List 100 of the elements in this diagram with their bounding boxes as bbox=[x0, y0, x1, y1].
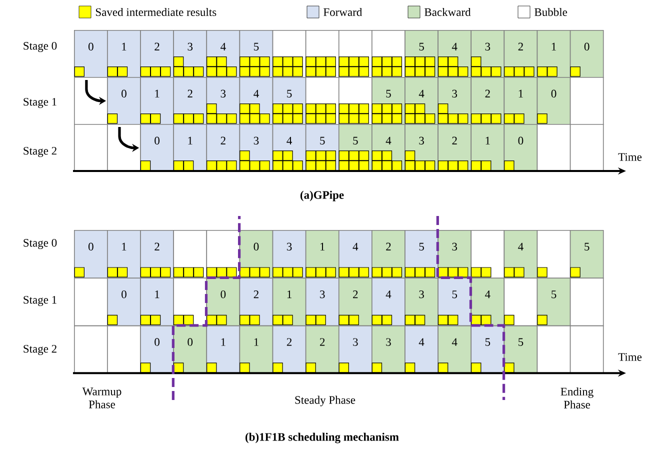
backward-cell: 4 bbox=[504, 230, 538, 278]
bubble-cell bbox=[504, 278, 538, 326]
backward-cell: 2 bbox=[338, 278, 372, 326]
backward-cell: 1 bbox=[272, 278, 306, 326]
forward-cell: 1 bbox=[140, 278, 174, 326]
backward-cell: 3 bbox=[404, 124, 438, 172]
backward-cell: 0 bbox=[173, 325, 208, 374]
forward-cell: 1 bbox=[140, 77, 174, 125]
backward-cell: 2 bbox=[305, 325, 340, 374]
caption: (b)1F1B scheduling mechanism bbox=[246, 432, 399, 444]
forward-cell: 2 bbox=[239, 278, 274, 326]
backward-cell: 3 bbox=[372, 325, 406, 374]
backward-cell: 1 bbox=[504, 77, 538, 125]
bubble-cell bbox=[74, 278, 108, 326]
legend-label: Saved intermediate results bbox=[96, 8, 216, 16]
forward-cell: 5 bbox=[470, 325, 505, 374]
bubble-cell bbox=[338, 77, 372, 125]
forward-cell: 1 bbox=[107, 230, 141, 278]
forward-cell: 5 bbox=[438, 278, 472, 326]
backward-cell: 2 bbox=[504, 30, 538, 78]
legend-label: Forward bbox=[324, 8, 362, 16]
forward-cell: 0 bbox=[107, 77, 141, 125]
forward-cell: 3 bbox=[305, 278, 340, 326]
forward-cell: 5 bbox=[404, 230, 438, 278]
forward-cell: 0 bbox=[107, 278, 141, 326]
backward-cell: 4 bbox=[438, 325, 472, 374]
bubble-cell bbox=[74, 77, 108, 125]
forward-cell: 1 bbox=[173, 124, 208, 172]
forward-cell: 2 bbox=[272, 325, 306, 374]
stage-label: Stage 0 bbox=[24, 42, 57, 52]
bubble-cell bbox=[305, 30, 340, 78]
bubble-cell bbox=[570, 325, 604, 374]
backward-cell: 3 bbox=[470, 30, 505, 78]
forward-cell: 4 bbox=[372, 278, 406, 326]
forward-cell: 2 bbox=[206, 124, 240, 172]
backward-cell: 0 bbox=[536, 77, 571, 125]
forward-cell: 5 bbox=[239, 30, 274, 78]
stage-label: Stage 0 bbox=[24, 238, 57, 250]
phase-label: Ending Phase bbox=[560, 387, 594, 409]
backward-cell: 3 bbox=[438, 77, 472, 125]
forward-cell: 5 bbox=[272, 77, 306, 125]
backward-cell: 1 bbox=[305, 230, 340, 278]
forward-cell: 0 bbox=[74, 30, 108, 78]
forward-cell: 1 bbox=[107, 30, 141, 78]
stage-label: Stage 2 bbox=[24, 344, 56, 356]
caption: (a)GPipe bbox=[300, 190, 344, 202]
forward-cell: 4 bbox=[404, 325, 438, 374]
stage-label: Stage 1 bbox=[24, 296, 56, 306]
bubble-cell bbox=[338, 30, 372, 78]
forward-cell: 3 bbox=[272, 230, 306, 278]
forward-cell: 2 bbox=[140, 230, 174, 278]
backward-cell: 4 bbox=[470, 278, 505, 326]
bubble-cell bbox=[536, 230, 571, 278]
backward-cell: 5 bbox=[338, 124, 372, 172]
forward-cell: 1 bbox=[206, 325, 240, 374]
stage-label: Stage 1 bbox=[24, 98, 56, 108]
forward-cell: 4 bbox=[239, 77, 274, 125]
backward-cell: 4 bbox=[372, 124, 406, 172]
forward-cell: 3 bbox=[173, 30, 208, 78]
backward-cell: 2 bbox=[438, 124, 472, 172]
forward-cell: 2 bbox=[140, 30, 174, 78]
backward-cell: 0 bbox=[206, 278, 240, 326]
bubble-cell bbox=[272, 30, 306, 78]
bubble-cell bbox=[470, 230, 505, 278]
backward-cell: 5 bbox=[570, 230, 604, 278]
backward-cell: 2 bbox=[470, 77, 505, 125]
bubble-cell bbox=[536, 124, 571, 172]
backward-cell: 2 bbox=[372, 230, 406, 278]
stage-label: Stage 2 bbox=[24, 146, 56, 158]
forward-cell: 0 bbox=[140, 325, 174, 374]
bubble-cell bbox=[173, 278, 208, 326]
forward-cell: 0 bbox=[74, 230, 108, 278]
legend-label: Bubble bbox=[534, 8, 568, 16]
backward-cell: 1 bbox=[239, 325, 274, 374]
phase-label: Steady Phase bbox=[295, 396, 356, 406]
forward-cell: 4 bbox=[206, 30, 240, 78]
bubble-cell bbox=[570, 124, 604, 172]
backward-cell: 0 bbox=[239, 230, 274, 278]
bubble-cell bbox=[206, 230, 240, 278]
bubble-cell bbox=[372, 30, 406, 78]
axis-label: Time bbox=[618, 353, 642, 361]
legend-label: Backward bbox=[424, 8, 471, 16]
bubble-cell bbox=[107, 325, 141, 374]
bubble-cell bbox=[570, 77, 604, 125]
forward-cell: 2 bbox=[173, 77, 208, 125]
bubble-cell bbox=[74, 124, 108, 172]
backward-cell: 5 bbox=[372, 77, 406, 125]
forward-cell: 3 bbox=[206, 77, 240, 125]
axis-label: Time bbox=[618, 153, 642, 161]
bubble-cell bbox=[173, 230, 208, 278]
backward-cell: 0 bbox=[570, 30, 604, 78]
backward-cell: 5 bbox=[504, 325, 538, 374]
forward-cell: 4 bbox=[272, 124, 306, 172]
phase-label: Warmup Phase bbox=[82, 388, 122, 408]
backward-cell: 4 bbox=[404, 77, 438, 125]
bubble-cell bbox=[570, 278, 604, 326]
backward-cell: 3 bbox=[438, 230, 472, 278]
backward-cell: 4 bbox=[438, 30, 472, 78]
backward-cell: 5 bbox=[404, 30, 438, 78]
bubble-cell bbox=[536, 325, 571, 374]
